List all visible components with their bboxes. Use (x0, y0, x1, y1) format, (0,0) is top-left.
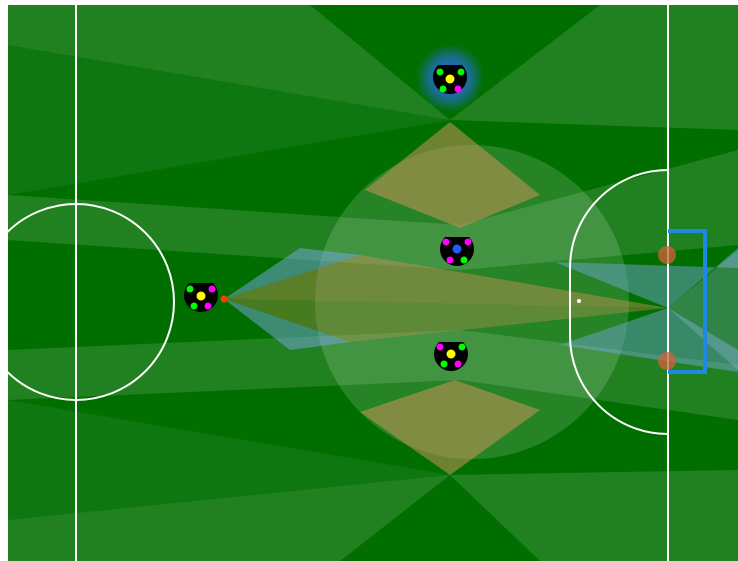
penalty-spot (577, 299, 581, 303)
ball-icon[interactable] (221, 296, 228, 303)
goal-post-marker-top (658, 246, 676, 264)
goal-post-marker-bottom (658, 352, 676, 370)
